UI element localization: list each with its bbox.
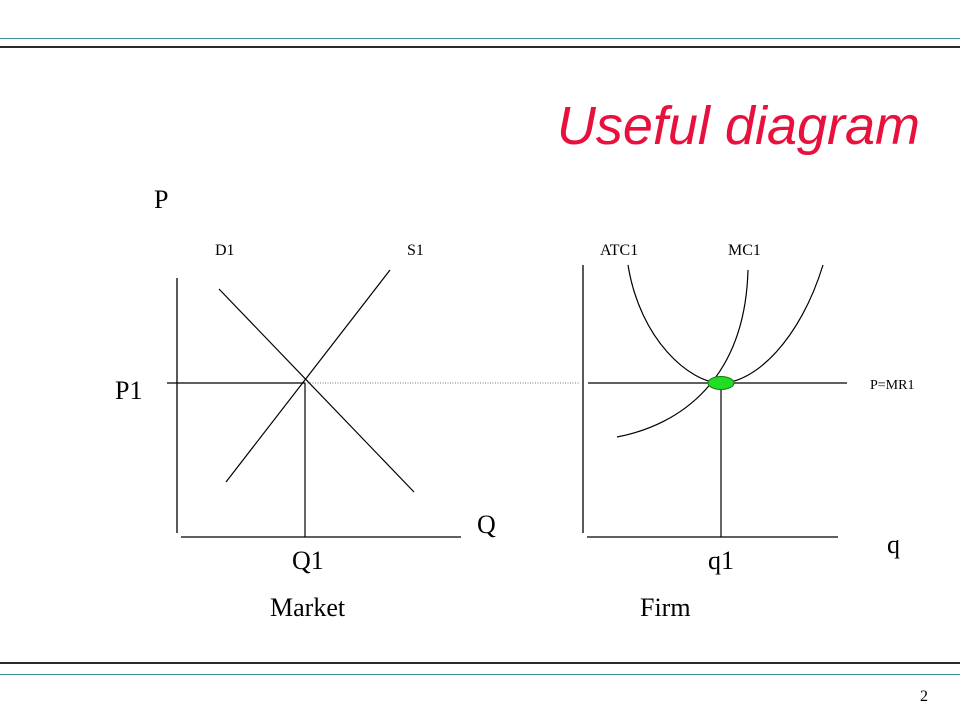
supply-curve [225,269,391,483]
top-rule-thick [0,46,960,48]
supply-label: S1 [407,242,424,259]
market-caption: Market [270,593,346,622]
demand-label: D1 [215,242,235,259]
price-label: P1 [115,376,142,405]
market-y-axis-label: P [154,185,168,214]
firm-x-axis-label: q [887,530,900,559]
price-mr-label: P=MR1 [870,378,914,393]
atc-label: ATC1 [600,242,638,259]
bottom-rule-thick [0,662,960,664]
market-x-axis-label: Q [477,510,496,539]
slide-title: Useful diagram [556,96,920,156]
atc-curve [627,264,824,384]
mc-label: MC1 [728,242,761,259]
demand-curve [218,288,415,493]
market-quantity-label: Q1 [292,546,324,575]
top-rule-thin [0,38,960,39]
firm-quantity-label: q1 [708,546,734,575]
mc-curve [616,269,749,438]
bottom-rule-thin [0,674,960,675]
firm-equilibrium-marker [707,376,735,390]
page-number: 2 [920,688,928,705]
firm-caption: Firm [640,593,691,622]
